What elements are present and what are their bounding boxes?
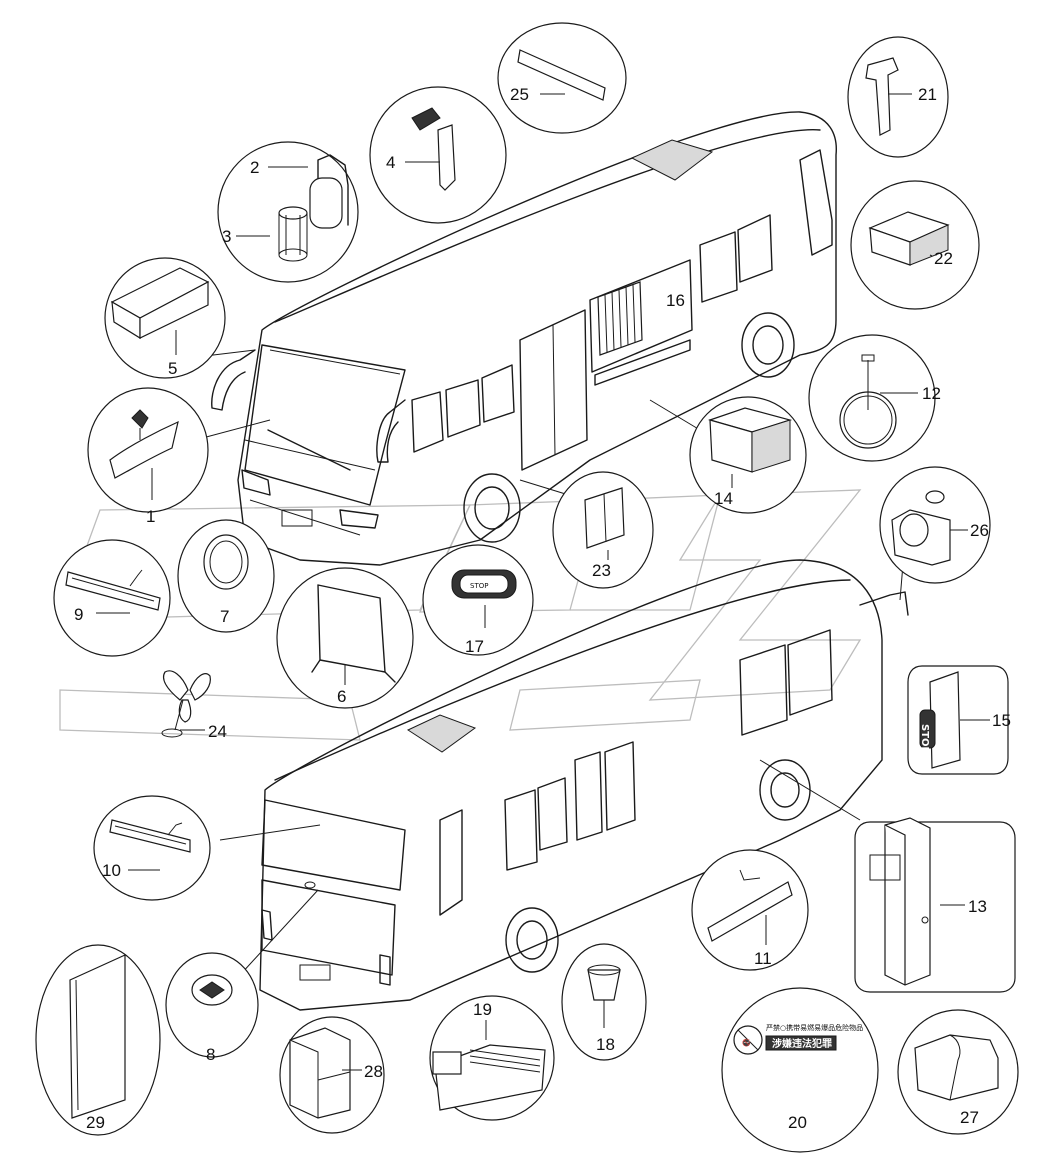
part-14-box: 14 <box>689 396 807 514</box>
callout-7: 7 <box>220 607 229 626</box>
part-1-mirror: 1 <box>87 387 209 526</box>
callout-24: 24 <box>208 722 227 741</box>
callout-14: 14 <box>714 489 733 508</box>
part-24-fan: 24 <box>161 670 227 741</box>
part-27-cover: 27 <box>897 1009 1019 1135</box>
part-4-hammer: 4 <box>369 86 507 224</box>
callout-5: 5 <box>168 359 177 378</box>
callout-6: 6 <box>337 687 346 706</box>
callout-16: 16 <box>666 291 685 310</box>
part-25-panel: 25 <box>497 22 627 134</box>
part-7-logo: 7 <box>177 519 275 633</box>
part-13-cabinet: 13 <box>854 817 1016 993</box>
callout-20: 20 <box>788 1113 807 1132</box>
callout-25: 25 <box>510 85 529 104</box>
part-5-box: 5 <box>104 257 226 379</box>
part-17-stop-sticker: STOP 17 <box>422 544 534 656</box>
part-26-motor: 26 <box>879 466 991 584</box>
part-20-warning-sign: 🚭 严禁○携带易燃易爆品危险物品 涉嫌违法犯罪 20 <box>721 987 879 1153</box>
callout-2: 2 <box>250 158 259 177</box>
part-28-cabinet: 28 <box>279 1016 385 1134</box>
callout-28: 28 <box>364 1062 383 1081</box>
sign-top-text: 严禁○携带易燃易爆品危险物品 <box>766 1023 863 1032</box>
part-6-folding-frame: 6 <box>276 567 414 709</box>
callout-21: 21 <box>918 85 937 104</box>
callout-22: 22 <box>934 249 953 268</box>
leader-lines <box>194 349 906 976</box>
part-22-case: 22 <box>850 180 980 310</box>
part-12-wheel: 12 <box>808 334 941 462</box>
callout-9: 9 <box>74 605 83 624</box>
part-15-stop-button: STOP 15 <box>907 665 1011 775</box>
callout-29: 29 <box>86 1113 105 1132</box>
callout-12: 12 <box>922 384 941 403</box>
callout-26: 26 <box>970 521 989 540</box>
coach-rear-view <box>259 559 909 1011</box>
part-18-bin: 18 <box>561 943 647 1061</box>
callout-15: 15 <box>992 711 1011 730</box>
callout-13: 13 <box>968 897 987 916</box>
part-11-light-strip: 11 <box>691 849 809 971</box>
sign-bottom-text: 涉嫌违法犯罪 <box>772 1037 832 1050</box>
part-10-light-strip: 10 <box>93 795 211 901</box>
callout-18: 18 <box>596 1035 615 1054</box>
coach-front-view <box>211 111 837 566</box>
callout-11: 11 <box>754 949 772 968</box>
stop-label-15: STOP <box>919 724 930 754</box>
callout-27: 27 <box>960 1108 979 1127</box>
callout-4: 4 <box>386 153 395 172</box>
callout-17: 17 <box>465 637 484 656</box>
part-8-emblem: 8 <box>165 952 259 1064</box>
part-23-screen: 23 <box>552 471 654 589</box>
callout-23: 23 <box>592 561 611 580</box>
part-21-hammer: 21 <box>847 36 949 158</box>
callout-8: 8 <box>206 1045 215 1064</box>
stop-label-17: STOP <box>470 582 488 590</box>
callout-19: 19 <box>473 1000 492 1019</box>
callout-3: 3 <box>222 227 231 246</box>
no-smoking-icon: 🚭 <box>742 1038 751 1047</box>
part-29-panel: 29 <box>35 944 161 1136</box>
part-2-3-extinguisher: 2 3 <box>217 141 359 283</box>
part-9-light-strip: 9 <box>53 539 171 657</box>
callout-10: 10 <box>102 861 121 880</box>
callout-1: 1 <box>146 507 155 526</box>
part-19-steps: 19 <box>429 995 555 1121</box>
part-16-curtain: 16 <box>597 281 685 356</box>
